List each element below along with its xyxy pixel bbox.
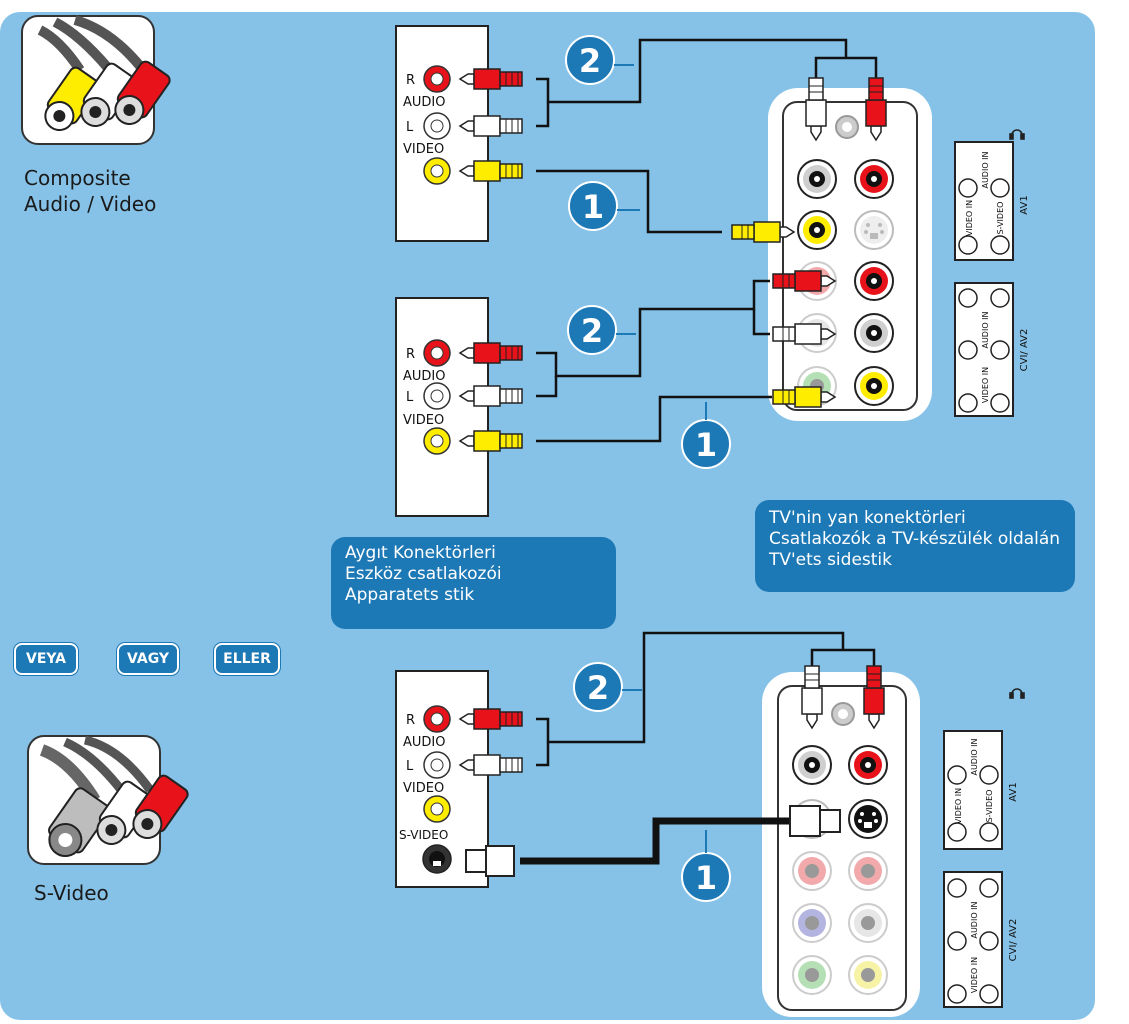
svg-text:S-VIDEO: S-VIDEO [985, 790, 994, 823]
device-connectors-caption: Aygıt Konektörleri Eszköz csatlakozói Ap… [331, 537, 616, 629]
svg-text:L: L [406, 390, 414, 405]
svg-text:AUDIO IN: AUDIO IN [970, 738, 979, 775]
svg-text:L: L [406, 120, 414, 135]
step-number: 1 [582, 188, 604, 226]
svg-text:VIDEO IN: VIDEO IN [965, 200, 974, 236]
svg-text:VIDEO: VIDEO [403, 781, 444, 796]
step-badge-2b [567, 305, 636, 355]
headphone-icon [1009, 688, 1025, 699]
svideo-cable [520, 817, 790, 865]
svg-text:VIDEO: VIDEO [403, 142, 444, 157]
step-number: 2 [579, 42, 601, 80]
svg-text:CVI/ AV2: CVI/ AV2 [1008, 919, 1019, 962]
step-badge-1c [681, 830, 731, 902]
svideo-label: S-Video [34, 881, 109, 905]
cvi-av2-panel-1: CVI/ AV2 AUDIO IN VIDEO IN [954, 282, 1030, 417]
svg-text:VIDEO: VIDEO [403, 413, 444, 428]
cables-section-1 [536, 38, 878, 234]
svg-text:VIDEO IN: VIDEO IN [981, 367, 990, 403]
svg-text:AUDIO: AUDIO [403, 735, 446, 750]
composite-label-line1: Composite [24, 166, 131, 190]
step-badge-2c [573, 662, 642, 712]
svg-text:AV1: AV1 [1019, 195, 1030, 214]
svg-text:AUDIO IN: AUDIO IN [981, 311, 990, 348]
svg-text:AUDIO IN: AUDIO IN [981, 151, 990, 188]
step-number: 2 [581, 312, 603, 350]
svg-text:AUDIO IN: AUDIO IN [970, 901, 979, 938]
or-word-da: ELLER [214, 643, 280, 675]
device-box-3 [395, 670, 489, 888]
device-caption-line2: Eszköz csatlakozói [345, 564, 502, 584]
step-number: 1 [695, 426, 717, 464]
device-box-2 [395, 297, 489, 517]
tv-side-panel-1 [768, 88, 932, 421]
device-box-1 [395, 25, 489, 242]
svg-text:VIDEO IN: VIDEO IN [954, 788, 963, 824]
or-word-tr: VEYA [14, 643, 78, 675]
step-badge-1b [681, 402, 731, 469]
svg-text:AV1: AV1 [1008, 782, 1019, 801]
tv-side-connectors-caption: TV'nin yan konektörleri Csatlakozók a TV… [755, 500, 1075, 592]
step-badge-2a [565, 35, 634, 85]
svideo-plug-device [465, 845, 515, 877]
svideo-plug-icon [27, 735, 189, 865]
svg-text:AUDIO: AUDIO [403, 369, 446, 384]
tv-side-panel-2 [762, 672, 920, 1017]
av1-panel-2: AV1 AUDIO IN VIDEO IN S-VIDEO [943, 730, 1019, 850]
svg-text:CVI/ AV2: CVI/ AV2 [1019, 329, 1030, 372]
svg-text:AUDIO: AUDIO [403, 95, 446, 110]
svg-text:L: L [406, 759, 414, 774]
svg-text:S-VIDEO: S-VIDEO [996, 202, 1005, 235]
composite-plug-icon [21, 15, 171, 145]
step-badge-1a [568, 181, 640, 231]
svg-text:VIDEO IN: VIDEO IN [970, 957, 979, 993]
svideo-plug-tv [789, 805, 841, 837]
tv-caption-line1: TV'nin yan konektörleri [769, 508, 966, 528]
svg-text:R: R [406, 347, 415, 362]
step-number: 1 [695, 859, 717, 897]
device-caption-line3: Apparatets stik [345, 585, 475, 605]
or-word-hu: VAGY [117, 643, 179, 675]
av1-panel-1: AV1 AUDIO IN VIDEO IN S-VIDEO [954, 141, 1030, 261]
composite-label: Composite Audio / Video [24, 165, 156, 217]
cvi-av2-panel-2: CVI/ AV2 AUDIO IN VIDEO IN [943, 871, 1019, 1008]
headphone-icon [1009, 129, 1025, 140]
cables-section-2 [536, 279, 772, 443]
step-number: 2 [587, 669, 609, 707]
tv-caption-line2: Csatlakozók a TV-készülék oldalán [769, 529, 1061, 549]
device-box-labels: R AUDIO L VIDEO R AUDIO L VIDEO R AUDIO … [399, 73, 448, 842]
svg-text:R: R [406, 713, 415, 728]
cables-section-3 [536, 631, 876, 767]
svg-text:R: R [406, 73, 415, 88]
tv-caption-line3: TV'ets sidestik [769, 550, 892, 570]
composite-label-line2: Audio / Video [24, 192, 157, 216]
svg-text:S-VIDEO: S-VIDEO [399, 828, 448, 842]
device-caption-line1: Aygıt Konektörleri [345, 543, 496, 563]
